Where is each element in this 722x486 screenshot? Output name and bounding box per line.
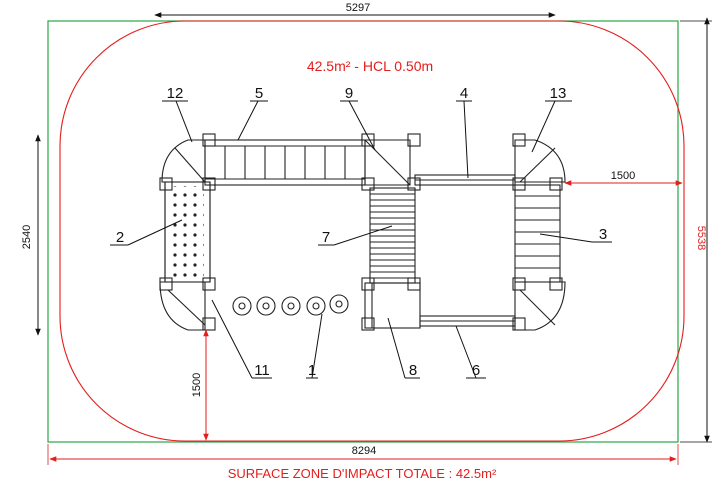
cargo-net	[172, 186, 204, 278]
callout-7: 7	[322, 229, 330, 246]
dim-top-width: 5297	[346, 2, 370, 14]
callout-13: 13	[550, 85, 567, 102]
dim-left-height: 2540	[21, 225, 33, 249]
footer-label: SURFACE ZONE D'IMPACT TOTALE : 42.5m²	[228, 466, 497, 481]
dim-right-height: 5538	[695, 226, 707, 250]
callout-5: 5	[255, 85, 263, 102]
equipment-structure	[159, 133, 566, 331]
outer-boundary	[47, 20, 679, 443]
dim-bottom-clearance: 1500	[191, 373, 203, 397]
callout-1: 1	[308, 362, 316, 379]
callout-8: 8	[409, 362, 417, 379]
area-label: 42.5m² - HCL 0.50m	[307, 58, 433, 74]
impact-zone	[59, 20, 685, 442]
callout-9: 9	[345, 85, 353, 102]
dim-right-clearance: 1500	[611, 170, 635, 182]
callout-3: 3	[599, 226, 607, 243]
dim-bottom-width: 8294	[352, 445, 376, 457]
callout-4: 4	[460, 85, 468, 102]
callout-labels: 12 5 9 4 13 2 7 3 11 1 8 6	[116, 85, 607, 379]
callout-6: 6	[472, 362, 480, 379]
callout-12: 12	[167, 85, 184, 102]
callout-2: 2	[116, 229, 124, 246]
callout-leaders	[110, 100, 612, 379]
callout-11: 11	[254, 362, 270, 379]
